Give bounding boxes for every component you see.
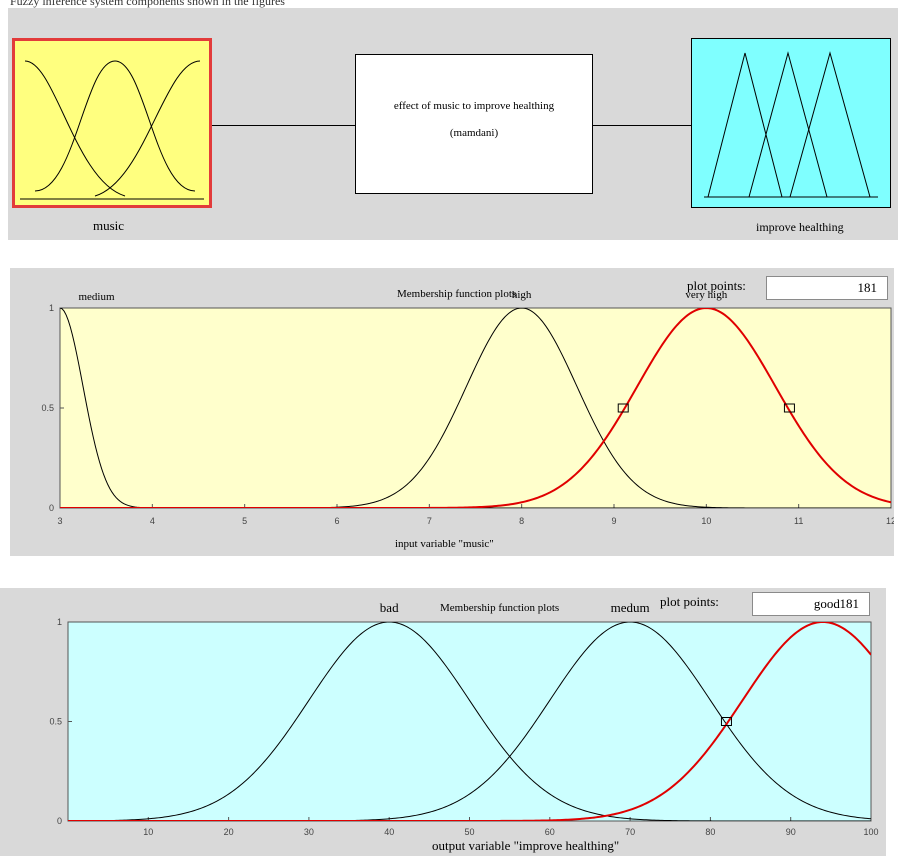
mf-handle[interactable] bbox=[617, 403, 629, 413]
x-tick-label: 10 bbox=[701, 516, 711, 526]
mf-curve-bad[interactable] bbox=[68, 622, 871, 821]
x-tick-label: 70 bbox=[625, 827, 635, 837]
x-tick-label: 10 bbox=[143, 827, 153, 837]
figure-caption: Fuzzy inference system components shown … bbox=[10, 0, 285, 8]
x-tick-label: 8 bbox=[519, 516, 524, 526]
input-variable-box[interactable] bbox=[12, 38, 212, 208]
output-xlabel: output variable "improve healthing" bbox=[432, 838, 620, 853]
y-tick-label: 1 bbox=[57, 617, 62, 627]
x-tick-label: 9 bbox=[611, 516, 616, 526]
input-plot-points-label: plot points: bbox=[687, 278, 746, 293]
y-tick-label: 0.5 bbox=[41, 403, 54, 413]
input-mf-icon bbox=[20, 60, 204, 200]
x-tick-label: 80 bbox=[705, 827, 715, 837]
x-tick-label: 40 bbox=[384, 827, 394, 837]
output-plot-points-label: plot points: bbox=[660, 594, 719, 609]
plot-area[interactable] bbox=[59, 307, 892, 509]
mf-label-good: good bbox=[814, 596, 841, 611]
output-mf-plot[interactable]: 10 20 30 40 50 60 70 80 90 100 0 0.5 1 bad medum good bbox=[0, 588, 886, 856]
input-plot-title: Membership function plots bbox=[397, 288, 517, 300]
x-tick-label: 50 bbox=[464, 827, 474, 837]
x-tick-label: 100 bbox=[863, 827, 878, 837]
mf-label-high: high bbox=[512, 289, 532, 301]
output-variable-name: improve healthing bbox=[756, 220, 844, 234]
x-tick-label: 12 bbox=[886, 516, 894, 526]
y-tick-label: 1 bbox=[49, 303, 54, 313]
output-plot-points-field[interactable]: 181 bbox=[752, 592, 870, 616]
x-tick-label: 6 bbox=[334, 516, 339, 526]
mf-curve-medum[interactable] bbox=[68, 622, 871, 821]
system-type: (mamdani) bbox=[449, 127, 499, 139]
x-tick-label: 7 bbox=[427, 516, 432, 526]
mf-curve-very-high[interactable] bbox=[60, 308, 891, 508]
mf-handle[interactable] bbox=[720, 717, 732, 726]
output-plot-title: Membership function plots bbox=[440, 602, 560, 614]
connector-system-output bbox=[593, 125, 691, 126]
x-tick-label: 4 bbox=[150, 516, 155, 526]
output-mf-icon bbox=[704, 51, 878, 198]
connector-input-system bbox=[212, 125, 355, 126]
input-xlabel: input variable "music" bbox=[395, 538, 494, 550]
output-mf-panel: Membership function plots plot points: 1… bbox=[0, 588, 886, 856]
input-mf-plot[interactable]: 3 4 5 6 7 8 9 10 11 12 0 0.5 1 medium high very high bbox=[10, 268, 894, 556]
mf-label-very-high: very high bbox=[685, 289, 727, 301]
mf-curve-high[interactable] bbox=[60, 308, 891, 508]
y-tick-label: 0.5 bbox=[49, 717, 62, 727]
y-tick-label: 0 bbox=[49, 503, 54, 513]
input-mf-panel: Membership function plots plot points: 1… bbox=[10, 268, 894, 556]
mf-curve-good[interactable] bbox=[68, 622, 871, 821]
system-name: effect of music to improve healthing bbox=[393, 100, 555, 112]
plot-area[interactable] bbox=[67, 621, 872, 822]
x-tick-label: 90 bbox=[786, 827, 796, 837]
x-tick-label: 5 bbox=[242, 516, 247, 526]
mf-label-medium: medium bbox=[78, 291, 114, 303]
mf-label-bad: bad bbox=[380, 600, 399, 615]
input-plot-points-field[interactable]: 181 bbox=[766, 276, 888, 300]
x-tick-label: 3 bbox=[57, 516, 62, 526]
fis-editor-panel: music effect of music to improve healthi… bbox=[8, 8, 898, 240]
y-tick-label: 0 bbox=[57, 816, 62, 826]
x-tick-label: 30 bbox=[304, 827, 314, 837]
x-tick-label: 60 bbox=[545, 827, 555, 837]
output-variable-box[interactable] bbox=[691, 38, 891, 208]
mf-label-medum: medum bbox=[611, 600, 650, 615]
x-tick-label: 20 bbox=[224, 827, 234, 837]
x-tick-label: 11 bbox=[794, 516, 803, 526]
mf-handle[interactable] bbox=[783, 403, 795, 413]
input-variable-name: music bbox=[93, 218, 125, 233]
system-box[interactable]: effect of music to improve healthing (ma… bbox=[355, 54, 593, 194]
